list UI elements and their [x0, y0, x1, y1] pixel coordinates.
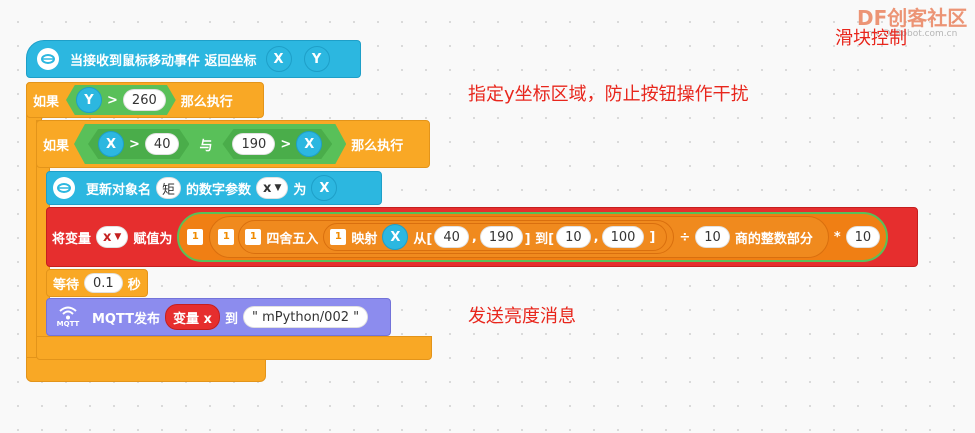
if1-var[interactable]: Y — [76, 87, 103, 113]
watermark-sub: mc.DFRobot.com.cn — [866, 29, 958, 39]
map-to-b[interactable]: 100 — [601, 226, 645, 248]
wait-label: 等待 — [53, 277, 80, 293]
if2-value1[interactable]: 40 — [144, 133, 180, 155]
update-icon — [53, 177, 75, 199]
mqtt-var-chip[interactable]: 变量 x — [165, 304, 220, 330]
multiply-expression[interactable]: 1 1 1 四舍五入 1 映射 X 从[ 40 , 190 ] 到[ 10 , … — [177, 212, 889, 262]
update-object-block[interactable]: 更新对象名 矩 的数字参数 x ▼ 为 X — [46, 171, 382, 205]
map-close: ] — [649, 229, 656, 245]
watermark: DF创客社区 mc.DFRobot.com.cn — [857, 2, 967, 39]
map-var[interactable]: X — [382, 224, 409, 250]
mqtt-label: MQTT发布 — [92, 311, 161, 327]
map-from: 从[ — [413, 231, 433, 247]
map-expression[interactable]: 1 映射 X 从[ 40 , 190 ] 到[ 10 , 100 ] — [323, 223, 668, 251]
if2-then: 那么执行 — [351, 138, 404, 154]
mul-op: * — [833, 229, 841, 245]
set-var-dropdown[interactable]: x ▼ — [96, 226, 129, 248]
event-label: 当接收到鼠标移动事件 返回坐标 — [70, 53, 257, 69]
map-comma1: , — [471, 229, 477, 245]
wait-block[interactable]: 等待 0.1 秒 — [46, 269, 148, 297]
mul-value[interactable]: 10 — [845, 226, 881, 248]
set-variable-block[interactable]: 将变量 x ▼ 赋值为 1 1 1 四舍五入 1 映射 X 从[ 40 , 19… — [46, 207, 918, 267]
if1-frame-bottom — [26, 357, 266, 382]
if2-value2[interactable]: 190 — [232, 133, 276, 155]
if2-keyword: 如果 — [43, 138, 70, 154]
event-icon — [37, 48, 59, 70]
chevron-down-icon: ▼ — [274, 183, 282, 193]
map-to-a[interactable]: 10 — [556, 226, 591, 248]
if1-keyword: 如果 — [33, 94, 60, 110]
watermark-brand: DF创客社区 — [857, 6, 968, 30]
set-var-value: x — [103, 229, 112, 245]
round-icon: 1 — [245, 229, 262, 245]
if2-var2[interactable]: X — [296, 131, 323, 157]
if2-right-compare[interactable]: 190 > X — [222, 129, 333, 159]
mqtt-to: 到 — [224, 311, 238, 327]
update-param-value: x — [263, 180, 272, 196]
mouse-move-event-block[interactable]: 当接收到鼠标移动事件 返回坐标 X Y — [26, 40, 361, 78]
divide-expression[interactable]: 1 1 四舍五入 1 映射 X 从[ 40 , 190 ] 到[ 10 , 10… — [209, 216, 829, 258]
update-to: 为 — [293, 182, 307, 198]
mqtt-wifi-icon: MQTT — [49, 306, 87, 328]
mqtt-publish-block[interactable]: MQTT MQTT发布 变量 x 到 " mPython/002 " — [46, 298, 391, 336]
div-op: ÷ — [679, 229, 691, 245]
wait-unit: 秒 — [127, 277, 141, 293]
map-from-b[interactable]: 190 — [479, 226, 523, 248]
wait-value[interactable]: 0.1 — [84, 273, 123, 293]
map-icon: 1 — [330, 229, 347, 245]
mqtt-topic[interactable]: " mPython/002 " — [242, 306, 369, 328]
update-param-label: 的数字参数 — [186, 182, 252, 198]
set-label: 将变量 — [52, 231, 92, 247]
if1-block[interactable]: 如果 Y > 260 那么执行 — [26, 82, 264, 118]
event-x-var[interactable]: X — [265, 46, 292, 72]
if2-op2: > — [280, 136, 292, 152]
if1-then: 那么执行 — [180, 94, 233, 110]
chevron-down-icon: ▼ — [114, 232, 122, 242]
map-from-a[interactable]: 40 — [434, 226, 469, 248]
if1-value[interactable]: 260 — [122, 89, 166, 111]
round-expression[interactable]: 1 四舍五入 1 映射 X 从[ 40 , 190 ] 到[ 10 , 100 … — [238, 220, 675, 254]
round-label: 四舍五入 — [266, 231, 319, 247]
if1-op: > — [107, 92, 118, 108]
mqtt-icon-label: MQTT — [56, 320, 80, 328]
if2-op1: > — [129, 136, 140, 152]
update-value-var[interactable]: X — [311, 175, 338, 201]
int-part-label: 商的整数部分 — [734, 231, 813, 247]
note-range: 指定y坐标区域，防止按钮操作干扰 — [468, 84, 749, 105]
update-label: 更新对象名 — [86, 182, 152, 198]
if1-condition[interactable]: Y > 260 — [66, 85, 176, 115]
set-assign: 赋值为 — [133, 231, 173, 247]
update-object-name[interactable]: 矩 — [156, 177, 182, 199]
map-to: ] 到[ — [524, 231, 555, 247]
if2-block[interactable]: 如果 X > 40 与 190 > X 那么执行 — [36, 120, 430, 168]
note-slider: 滑块控制 — [835, 28, 907, 49]
op-square-icon: 1 — [187, 229, 204, 245]
if2-left-compare[interactable]: X > 40 — [88, 129, 190, 159]
if2-and: 与 — [199, 138, 213, 154]
map-comma2: , — [593, 229, 599, 245]
event-y-var[interactable]: Y — [303, 46, 330, 72]
note-publish: 发送亮度消息 — [468, 306, 576, 327]
div-value[interactable]: 10 — [695, 226, 730, 248]
if2-condition[interactable]: X > 40 与 190 > X — [74, 124, 347, 164]
map-label: 映射 — [351, 231, 378, 247]
if2-frame-bottom — [36, 336, 432, 360]
if2-var1[interactable]: X — [98, 131, 125, 157]
round-square-icon: 1 — [218, 229, 235, 245]
update-param-dropdown[interactable]: x ▼ — [256, 177, 289, 199]
